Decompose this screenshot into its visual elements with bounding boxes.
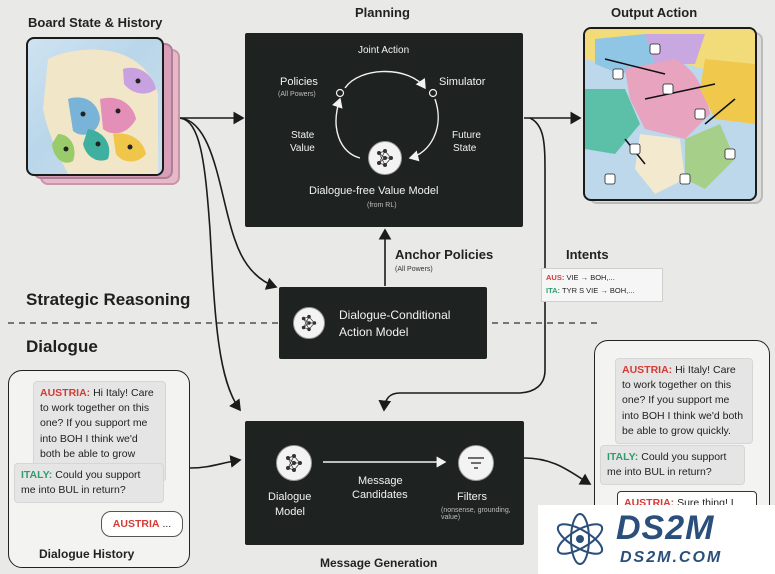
state-value-label-1: State [291,130,315,141]
history-msg1-sender: AUSTRIA: [40,387,91,399]
message-generation-box: Dialogue Model Message Candidates Filter… [245,421,524,545]
neural-network-icon [276,445,312,481]
watermark-brand: DS2M [616,509,715,547]
planning-cycle-arrows [331,70,439,162]
dialogue-model-label-1: Dialogue [268,491,312,503]
planning-box: Joint Action Policies (All Powers) Simul… [245,33,523,227]
future-state-label-2: State [453,143,477,154]
balkans-map-illustration [585,29,755,194]
history-draft-sender: AUSTRIA [112,518,160,530]
future-state-label-1: Future [452,130,481,141]
policies-label: Policies [280,76,318,88]
anchor-policies-title: Anchor Policies [395,247,494,262]
dialogue-model-label-2: Model [275,506,305,518]
dialogue-conditional-action-model-box: Dialogue-Conditional Action Model [279,287,487,359]
neural-network-icon [293,307,325,339]
strategic-reasoning-label: Strategic Reasoning [26,290,191,309]
policies-sub-label: (All Powers) [278,91,316,98]
state-value-label-2: Value [290,143,315,154]
value-model-label: Dialogue-free Value Model [309,185,439,197]
board-title: Board State & History [28,15,163,30]
planning-title: Planning [355,5,410,20]
message-candidates-label-2: Candidates [352,489,408,501]
dialogue-history-title: Dialogue History [39,547,135,561]
output-map-stack [583,27,763,204]
intents-title: Intents [566,247,609,262]
watermark-url: DS2M.COM [620,549,723,566]
value-model-sub-label: (from RL) [367,202,397,209]
intent-row-italy: ITA: TYR S VIE → BOH,... [546,284,658,297]
output-msg1-sender: AUSTRIA: [622,364,673,376]
intent-text-ita: TYR S VIE → BOH,... [561,286,635,295]
europe-map-illustration [43,49,158,174]
candidates-arrow [323,456,447,468]
output-msg1-text: Hi Italy! Care to work together on this … [622,364,744,437]
intent-row-austria: AUS: VIE → BOH,... [546,271,658,284]
history-msg2-text: Could you support me into BUL in return? [21,469,141,497]
history-msg1-text: Hi Italy! Care to work together on this … [40,387,154,475]
filter-icon [458,445,494,481]
output-title: Output Action [611,5,698,20]
message-candidates-label-1: Message [358,475,403,487]
output-msg2-sender: ITALY: [607,451,639,463]
joint-action-label: Joint Action [358,45,410,56]
output-message-austria: AUSTRIA: Hi Italy! Care to work together… [615,358,753,445]
filters-sub-label: (nonsense, grounding, value) [441,507,511,521]
dcam-label-line1: Dialogue-Conditional [339,308,451,322]
intent-text-aus: VIE → BOH,... [566,273,615,282]
dcam-label-line2: Action Model [339,325,409,339]
history-msg2-sender: ITALY: [21,469,53,481]
message-generation-title: Message Generation [320,556,438,570]
intents-box: AUS: VIE → BOH,... ITA: TYR S VIE → BOH,… [541,268,663,302]
history-message-italy: ITALY: Could you support me into BUL in … [14,463,164,504]
board-map-image [26,37,164,176]
output-msg2-text: Could you support me into BUL in return? [607,451,727,479]
atom-logo-icon [556,513,604,565]
neural-network-icon [368,141,402,175]
filters-label: Filters [457,491,487,503]
output-map-image [583,27,757,201]
output-message-italy: ITALY: Could you support me into BUL in … [600,445,745,486]
board-map-stack [26,37,181,187]
intent-power-aus: AUS: [546,273,565,282]
history-draft-text: ... [162,518,172,530]
dialogue-section-label: Dialogue [26,337,98,356]
simulator-label: Simulator [439,76,486,88]
intent-power-ita: ITA: [546,286,561,295]
watermark: DS2M DS2M.COM [538,505,775,574]
anchor-policies-sub: (All Powers) [395,266,433,273]
dialogue-history-panel: AUSTRIA: Hi Italy! Care to work together… [8,370,190,568]
history-draft-message[interactable]: AUSTRIA ... [101,511,183,537]
